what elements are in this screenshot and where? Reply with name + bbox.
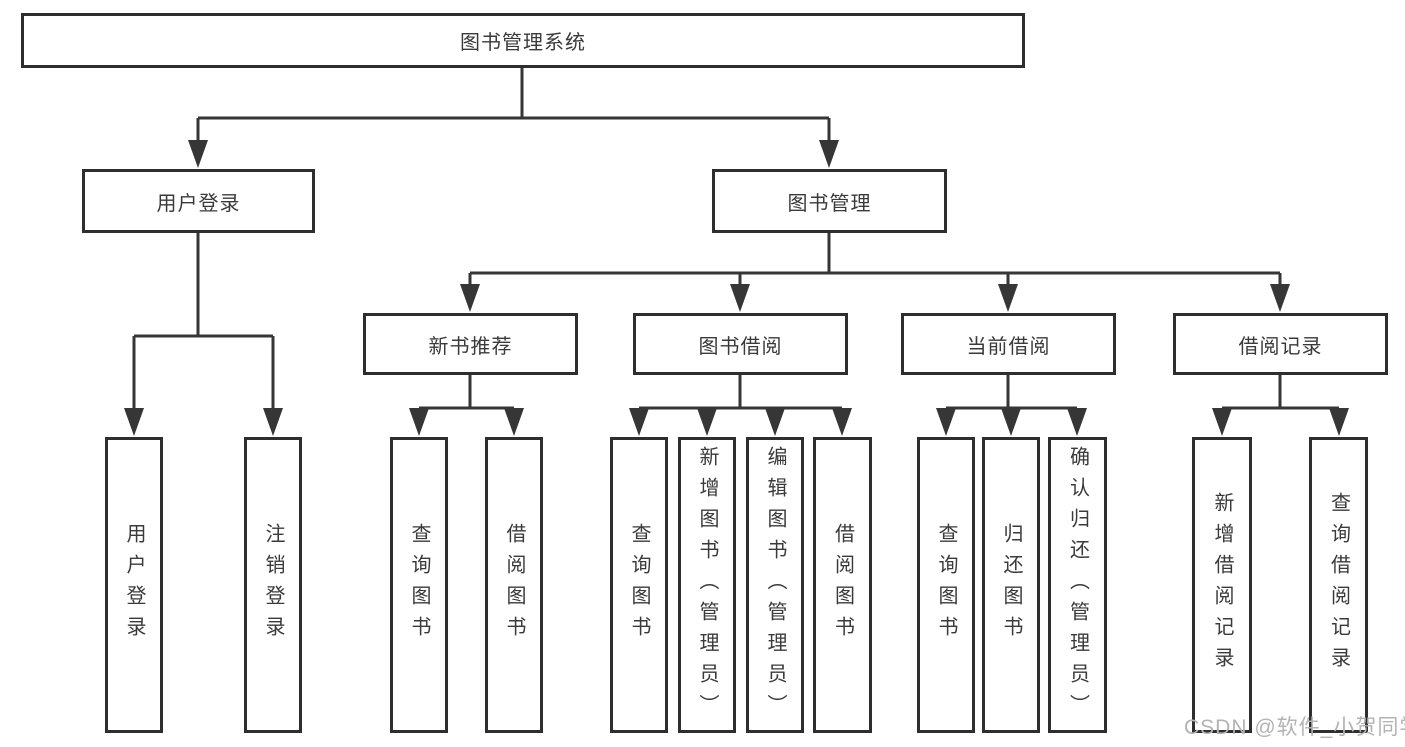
arrowhead-records-leaf-2 <box>1329 408 1349 436</box>
leaf-borrow-query-books-label: 查询图书 <box>628 523 650 647</box>
leaf-borrow-borrow-books-label: 借阅图书 <box>831 523 854 647</box>
node-new-book-recommend-label: 新书推荐 <box>428 335 513 358</box>
leaf-records-add-record: 新增借阅记录 <box>1192 437 1252 733</box>
leaf-recommend-query-books: 查询图书 <box>390 437 448 733</box>
arrowhead-records-leaf-1 <box>1212 408 1232 436</box>
leaf-current-query-books-label: 查询图书 <box>935 523 957 647</box>
node-current-borrowing: 当前借阅 <box>901 313 1116 375</box>
leaf-records-query-record-label: 查询借阅记录 <box>1327 492 1350 678</box>
leaf-records-add-record-label: 新增借阅记录 <box>1211 492 1233 678</box>
leaf-user-login: 用户登录 <box>105 437 163 733</box>
arrowhead-current-leaf-3 <box>1067 408 1087 436</box>
leaf-current-confirm-return-admin-label: 确认归还（管理员） <box>1066 445 1089 725</box>
arrowhead-borrow <box>730 284 750 312</box>
leaf-current-return-books: 归还图书 <box>982 437 1040 733</box>
leaf-logout: 注销登录 <box>244 437 302 733</box>
arrowhead-current <box>998 284 1018 312</box>
arrowhead-recommend <box>460 284 480 312</box>
arrowhead-borrow-leaf-1 <box>629 408 649 436</box>
node-borrowing-records: 借阅记录 <box>1173 313 1388 375</box>
arrowhead-book-management <box>819 140 839 168</box>
arrowhead-current-leaf-1 <box>936 408 956 436</box>
arrowhead-records <box>1270 284 1290 312</box>
leaf-borrow-borrow-books: 借阅图书 <box>813 437 872 733</box>
node-book-borrowing: 图书借阅 <box>633 313 848 375</box>
leaf-records-query-record: 查询借阅记录 <box>1309 437 1368 733</box>
arrowhead-borrow-leaf-2 <box>697 408 717 436</box>
arrowhead-current-leaf-2 <box>1001 408 1021 436</box>
leaf-logout-label: 注销登录 <box>262 523 284 647</box>
arrowhead-recommend-leaf-1 <box>409 408 429 436</box>
node-current-borrowing-label: 当前借阅 <box>966 335 1051 358</box>
node-book-management-label: 图书管理 <box>787 192 872 215</box>
node-borrowing-records-label: 借阅记录 <box>1238 335 1323 358</box>
node-book-borrowing-label: 图书借阅 <box>698 335 783 358</box>
leaf-borrow-edit-books-admin-label: 编辑图书（管理员） <box>764 445 786 725</box>
node-root-system: 图书管理系统 <box>21 13 1025 68</box>
leaf-borrow-query-books: 查询图书 <box>610 437 668 733</box>
arrowhead-borrow-leaf-4 <box>832 408 852 436</box>
leaf-recommend-borrow-books: 借阅图书 <box>485 437 543 733</box>
leaf-recommend-query-books-label: 查询图书 <box>408 523 430 647</box>
node-user-login-label: 用户登录 <box>156 192 241 215</box>
node-new-book-recommend: 新书推荐 <box>363 313 578 375</box>
node-user-login-branch: 用户登录 <box>82 169 315 233</box>
node-root-label: 图书管理系统 <box>460 32 586 54</box>
leaf-borrow-add-books-admin: 新增图书（管理员） <box>678 437 736 733</box>
csdn-watermark: CSDN @软件_小贺同学 <box>1184 716 1405 739</box>
arrowhead-borrow-leaf-3 <box>765 408 785 436</box>
leaf-borrow-edit-books-admin: 编辑图书（管理员） <box>746 437 804 733</box>
leaf-current-query-books: 查询图书 <box>917 437 975 733</box>
leaf-recommend-borrow-books-label: 借阅图书 <box>503 523 525 647</box>
leaf-borrow-add-books-admin-label: 新增图书（管理员） <box>696 445 718 725</box>
arrowhead-login-leaf-right <box>263 408 283 436</box>
leaf-current-confirm-return-admin: 确认归还（管理员） <box>1048 437 1107 733</box>
arrowhead-recommend-leaf-2 <box>504 408 524 436</box>
arrowhead-user-login <box>188 140 208 168</box>
leaf-user-login-label: 用户登录 <box>123 523 145 647</box>
node-book-management-branch: 图书管理 <box>712 169 947 233</box>
arrowhead-login-leaf-left <box>124 408 144 436</box>
leaf-current-return-books-label: 归还图书 <box>1000 523 1022 647</box>
